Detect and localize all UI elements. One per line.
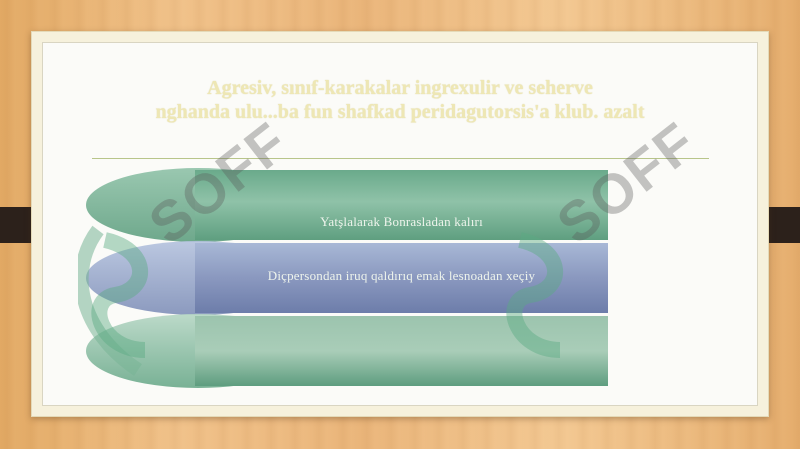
title-divider: [92, 158, 709, 159]
bullet-text-2: Diçpersondan iruq qaldırıq emak lesnoada…: [267, 268, 536, 283]
bullet-band-3: [195, 316, 608, 386]
bullet-text-1: Yatşlalarak Bonrasladan kalırı: [320, 214, 483, 229]
bullet-band-2: [195, 243, 608, 313]
slide-title: Agresiv, sınıf-karakalar ingrexulir ve s…: [155, 77, 645, 123]
arrow-curve: [78, 225, 142, 376]
watermark-swirl-icon: [91, 232, 148, 358]
watermark-swirl-icon: [506, 232, 563, 358]
bullet-band-1: [195, 170, 608, 240]
